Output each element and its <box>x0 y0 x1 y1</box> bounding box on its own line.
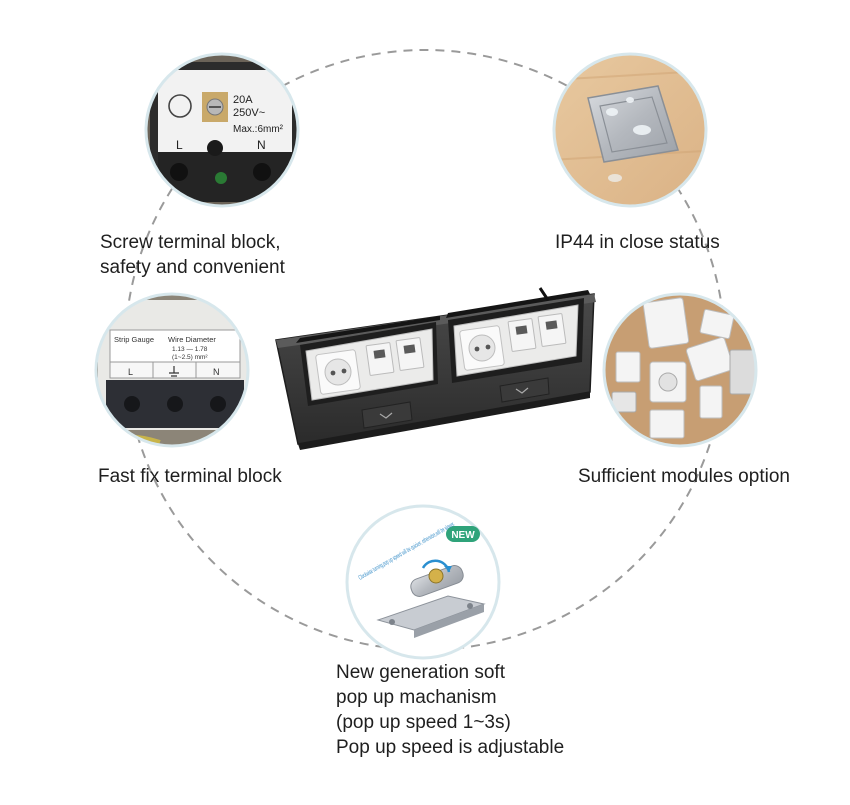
modules-photo <box>602 292 758 448</box>
rating-current: 20A <box>233 94 253 106</box>
caption-pop-up-line-1: New generation soft <box>336 662 505 683</box>
ip44-cover-photo <box>552 52 708 208</box>
caption-screw-terminal-line-2: safety and convenient <box>100 257 285 278</box>
wire-diameter-label: Wire Diameter <box>168 335 216 344</box>
new-badge-label: NEW <box>451 530 475 541</box>
wire-range-label: 1.13 — 1.78 <box>172 346 208 353</box>
ground-icon <box>169 366 179 377</box>
max-wire-size: Max.:6mm² <box>233 124 284 135</box>
new-badge <box>446 526 480 542</box>
fast-fix-neutral-label: N <box>213 367 220 377</box>
caption-screw-terminal-line-1: Screw terminal block, <box>100 232 281 253</box>
caption-ip44: IP44 in close status <box>555 230 720 255</box>
screw-terminal-photo <box>144 52 300 208</box>
certification-mark-icon <box>168 94 192 118</box>
floor-socket-box <box>275 287 596 450</box>
fast-fix-live-label: L <box>128 367 133 377</box>
caption-modules: Sufficient modules option <box>578 464 790 489</box>
strip-gauge-label: Strip Gauge <box>114 335 154 344</box>
caption-modules-line-1: Sufficient modules option <box>578 466 790 487</box>
network-jack-icon <box>699 385 723 419</box>
caption-pop-up: New generation soft pop up machanism (po… <box>336 660 564 760</box>
caption-fast-fix: Fast fix terminal block <box>98 464 282 489</box>
caption-fast-fix-line-1: Fast fix terminal block <box>98 466 282 487</box>
caption-pop-up-line-2: pop up machanism <box>336 687 497 708</box>
caption-pop-up-line-3: (pop up speed 1~3s) <box>336 712 511 733</box>
caption-ip44-line-1: IP44 in close status <box>555 232 720 253</box>
rating-voltage: 250V~ <box>233 107 265 119</box>
wire-mm-label: (1~2.5) mm² <box>172 354 208 361</box>
fast-fix-terminal-photo <box>94 292 250 448</box>
pop-up-mechanism-photo <box>345 504 501 660</box>
caption-pop-up-line-4: Pop up speed is adjustable <box>336 737 565 758</box>
terminal-neutral-label: N <box>257 138 266 152</box>
caption-screw-terminal: Screw terminal block, safety and conveni… <box>100 230 285 280</box>
terminal-live-label: L <box>176 138 183 152</box>
